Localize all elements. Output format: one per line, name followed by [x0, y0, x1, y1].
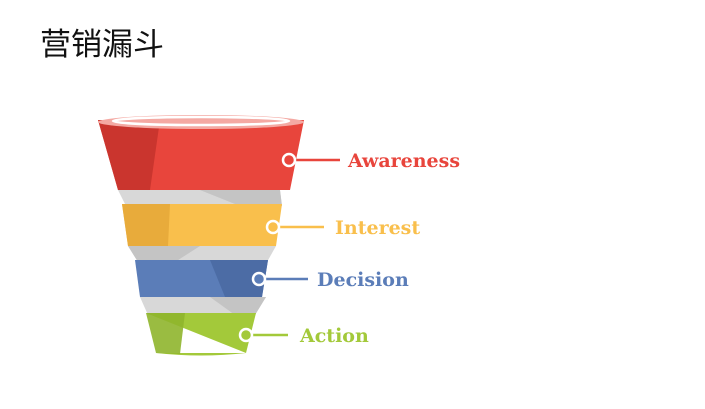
decision-callout-dot — [251, 271, 267, 287]
connector-shadow-2 — [128, 246, 200, 262]
decision-band-shade — [210, 260, 268, 297]
funnel-band-interest — [122, 204, 282, 246]
connector-shadow-3 — [210, 297, 266, 315]
slide-title: 营销漏斗 — [40, 27, 164, 63]
awareness-label: Awareness — [347, 150, 460, 172]
callout-decision: Decision — [251, 269, 409, 291]
interest-band-shade — [122, 204, 170, 246]
funnel-band-action — [146, 313, 256, 356]
awareness-callout-dot — [281, 152, 297, 168]
callout-awareness: Awareness — [281, 150, 460, 172]
callout-action: Action — [238, 325, 369, 347]
funnel-connectors — [118, 190, 282, 315]
awareness-rim-highlight — [111, 115, 291, 127]
action-label: Action — [299, 325, 369, 347]
callout-interest: Interest — [265, 217, 420, 239]
interest-label: Interest — [335, 217, 420, 239]
funnel-band-awareness — [98, 115, 304, 190]
decision-label: Decision — [317, 269, 409, 291]
funnel-band-decision — [135, 260, 268, 297]
action-callout-dot — [238, 327, 254, 343]
action-band-shade — [146, 313, 185, 354]
interest-callout-dot — [265, 219, 281, 235]
connector-shadow-1 — [200, 190, 282, 206]
awareness-band-shade — [98, 120, 160, 190]
